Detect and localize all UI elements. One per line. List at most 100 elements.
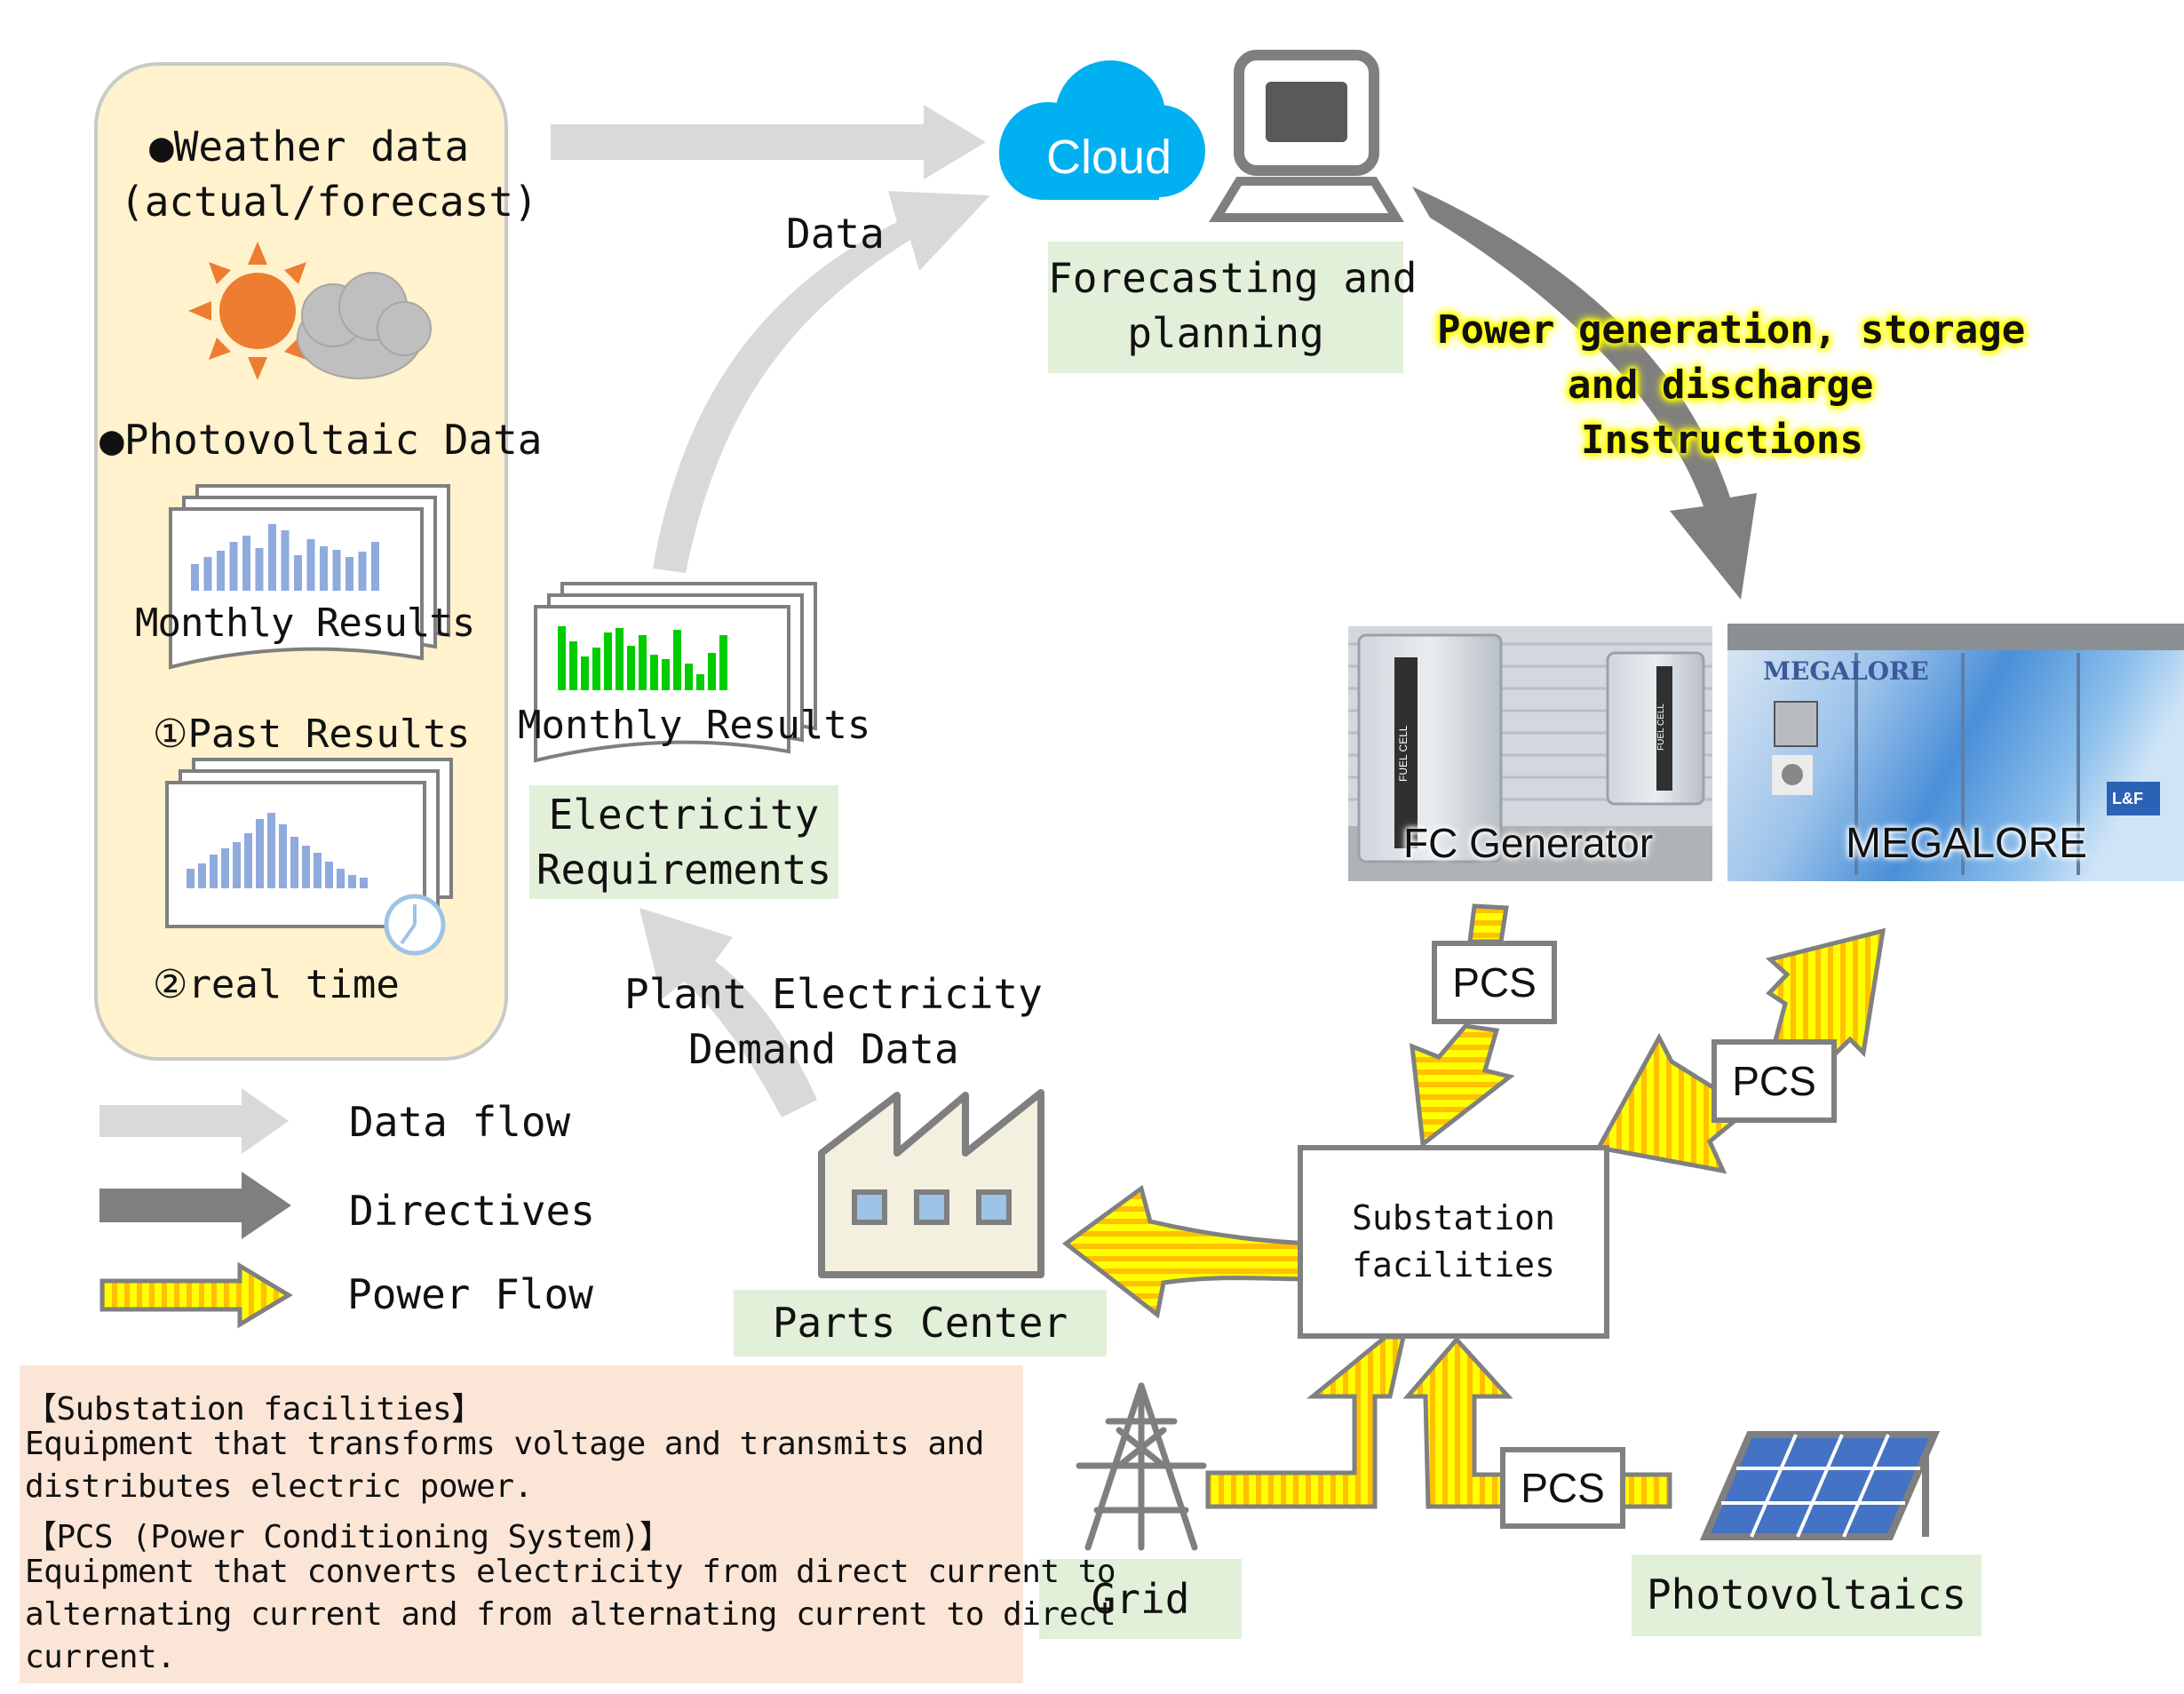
instructions-line2: and discharge xyxy=(1568,362,1874,408)
parts-center-box: Parts Center xyxy=(734,1290,1107,1356)
photovoltaic-data-title: ●Photovoltaic Data xyxy=(99,416,543,464)
legend-power-flow-arrow xyxy=(99,1261,293,1329)
pcs-box-right xyxy=(1711,1039,1837,1123)
lf-logo-text: L&F xyxy=(2112,790,2143,807)
blue-bar xyxy=(306,539,315,591)
green-bar xyxy=(581,656,589,690)
pcs-box-top xyxy=(1432,941,1557,1024)
note-pcs-line3: current. xyxy=(25,1639,176,1675)
note-substation-line1: Equipment that transforms voltage and tr… xyxy=(25,1426,984,1462)
transmission-tower-icon xyxy=(1076,1382,1207,1551)
blue-bar xyxy=(279,824,287,888)
computer-icon xyxy=(1209,50,1404,222)
plant-demand-line1: Plant Electricity xyxy=(624,970,1043,1018)
instructions-line3: Instructions xyxy=(1581,418,1863,463)
blue-bar xyxy=(320,546,328,591)
directives-arrow xyxy=(1412,187,1757,600)
fc-generator-label: FC Generator xyxy=(1403,820,1654,866)
green-bar xyxy=(558,626,566,690)
weather-data-title: ●Weather data xyxy=(149,123,470,171)
legend-data-flow-label: Data flow xyxy=(349,1098,571,1146)
green-bar xyxy=(615,628,623,690)
blue-bar xyxy=(244,833,252,888)
blue-bar xyxy=(191,564,199,591)
megalore-logo-text: MEGALORE xyxy=(1763,656,1929,686)
blue-bar xyxy=(267,813,275,888)
power-flow-arrow-grid xyxy=(1205,1334,1407,1509)
green-bar xyxy=(719,635,727,690)
data-flow-arrow-plant xyxy=(639,908,817,1117)
blue-bars-chart-realtime xyxy=(187,813,368,888)
substation-box xyxy=(1298,1145,1609,1339)
solar-panel-icon xyxy=(1699,1431,1941,1540)
blue-bar xyxy=(332,550,341,591)
photovoltaics-label: Photovoltaics xyxy=(1646,1571,1967,1618)
green-bar xyxy=(592,648,600,690)
sun-icon xyxy=(188,242,327,380)
green-bar xyxy=(627,646,635,690)
green-bar xyxy=(696,674,704,690)
green-bar xyxy=(662,659,670,690)
note-pcs-heading: 【PCS (Power Conditioning System)】 xyxy=(25,1519,671,1555)
pcs-label-right: PCS xyxy=(1732,1058,1816,1104)
green-bar xyxy=(639,635,647,690)
legend-directives-arrow xyxy=(99,1172,291,1239)
green-bar xyxy=(685,664,693,690)
blue-bar xyxy=(281,530,290,591)
grid-label: Grid xyxy=(1091,1575,1190,1623)
note-substation-heading: 【Substation facilities】 xyxy=(25,1391,483,1428)
cloud-label: Cloud xyxy=(1046,131,1172,184)
forecasting-line1: Forecasting and xyxy=(1048,254,1418,302)
legend-directives-label: Directives xyxy=(349,1187,595,1235)
pcs-label-bottom: PCS xyxy=(1521,1465,1605,1511)
green-bar xyxy=(673,630,681,690)
green-bar xyxy=(569,641,577,690)
realtime-results-document xyxy=(165,758,453,928)
blue-bar xyxy=(203,557,212,591)
power-flow-arrow-parts-center xyxy=(1061,1184,1317,1319)
note-pcs-line1: Equipment that converts electricity from… xyxy=(25,1554,1116,1590)
blue-bar xyxy=(302,846,310,888)
blue-bar xyxy=(221,848,229,888)
blue-bar xyxy=(360,878,368,888)
data-arrow-label: Data xyxy=(786,210,885,258)
photovoltaics-box: Photovoltaics xyxy=(1632,1555,1981,1636)
blue-bar xyxy=(314,853,322,888)
power-flow-arrow-fc xyxy=(1467,903,1509,944)
blue-bar xyxy=(198,863,206,888)
electricity-requirements-box: Electricity Requirements xyxy=(529,785,838,899)
blue-bar xyxy=(256,819,264,888)
notes-box: 【Substation facilities】 Equipment that t… xyxy=(20,1365,1116,1683)
blue-bar xyxy=(242,536,250,591)
note-substation-line2: distributes electric power. xyxy=(25,1468,533,1505)
real-time-label: ②real time xyxy=(153,962,400,1007)
past-results-label: ①Past Results xyxy=(153,712,471,757)
green-bars-chart xyxy=(558,626,727,690)
blue-bar xyxy=(337,869,345,888)
fc-generator-photo xyxy=(1348,626,1712,881)
forecasting-box: Forecasting and planning xyxy=(1048,242,1418,373)
power-flow-arrow-fc-down xyxy=(1410,1023,1515,1149)
forecasting-line2: planning xyxy=(1127,309,1324,357)
plant-demand-line2: Demand Data xyxy=(688,1025,959,1073)
blue-bars-chart-left xyxy=(191,524,379,591)
blue-bar xyxy=(233,842,241,888)
factory-icon xyxy=(818,1089,1044,1278)
pcs-box-bottom xyxy=(1500,1447,1625,1529)
green-bar xyxy=(650,655,658,690)
green-bar xyxy=(604,632,612,690)
blue-bar xyxy=(371,542,379,591)
electricity-requirements-line2: Requirements xyxy=(536,846,832,894)
blue-bar xyxy=(217,551,225,591)
legend-power-flow-label: Power Flow xyxy=(347,1270,593,1318)
note-pcs-line2: alternating current and from alternating… xyxy=(25,1596,1116,1633)
pcs-label-top: PCS xyxy=(1452,959,1537,1006)
megalore-label: MEGALORE xyxy=(1846,820,2088,867)
blue-bar xyxy=(268,524,276,591)
blue-bar xyxy=(348,875,356,888)
weather-data-subtitle: (actual/forecast) xyxy=(120,178,538,226)
legend-data-flow-arrow xyxy=(99,1088,289,1154)
megalore-photo xyxy=(1727,624,2184,881)
clock-icon xyxy=(384,894,446,956)
electricity-requirements-line1: Electricity xyxy=(548,791,820,839)
